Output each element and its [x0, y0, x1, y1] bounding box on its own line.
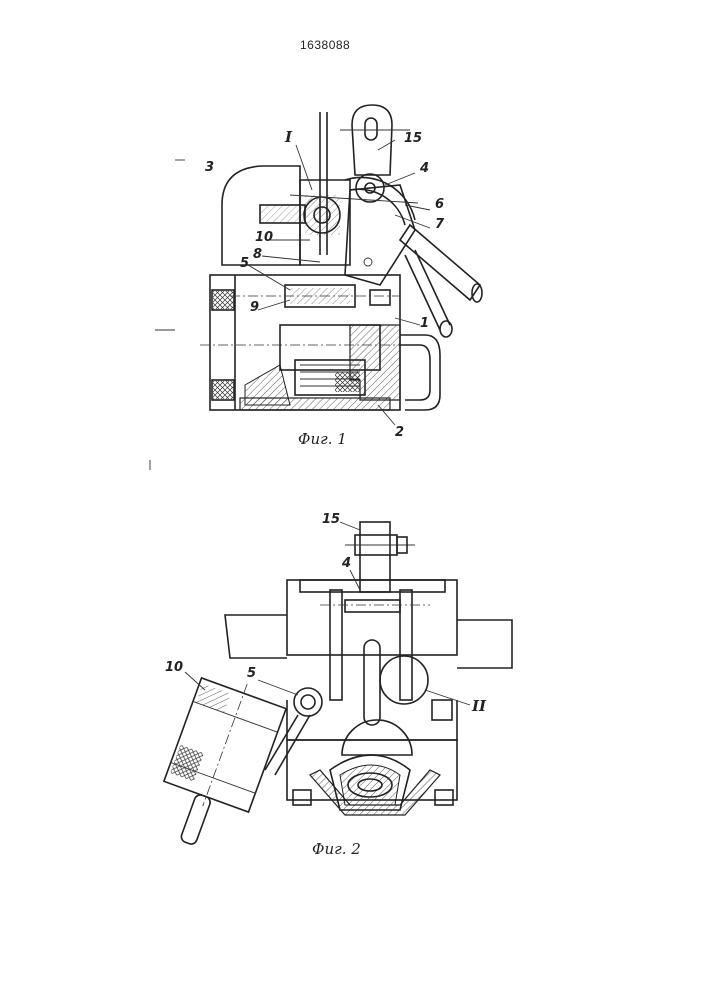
fig2-label-10: 10 — [165, 660, 183, 675]
fig1-label-3: 3 — [205, 160, 214, 175]
fig1-label-8: 8 — [253, 247, 262, 262]
fig1-label-6: 6 — [435, 197, 444, 212]
fig2-label-4: 4 — [342, 556, 351, 571]
fig1-label-1: 1 — [420, 316, 429, 331]
fig1-label-5: 5 — [240, 256, 249, 271]
fig1-label-15: 15 — [404, 131, 422, 146]
fig1-label-4: 4 — [420, 161, 429, 176]
fig2-label-II: II — [472, 697, 486, 715]
fig2-caption: Фиг. 2 — [312, 840, 361, 858]
fig1-label-2: 2 — [395, 425, 404, 440]
fig1-label-7: 7 — [435, 217, 444, 232]
fig1-label-I: I — [285, 128, 292, 146]
lever-15-fig2 — [360, 522, 390, 592]
base-plate-2 — [240, 398, 390, 410]
fig1-caption: Фиг. 1 — [298, 430, 347, 448]
fig1-label-9: 9 — [250, 300, 259, 315]
fig2-label-15: 15 — [322, 512, 340, 527]
fig2-label-5: 5 — [247, 666, 256, 681]
fig1-label-10: 10 — [255, 230, 273, 245]
